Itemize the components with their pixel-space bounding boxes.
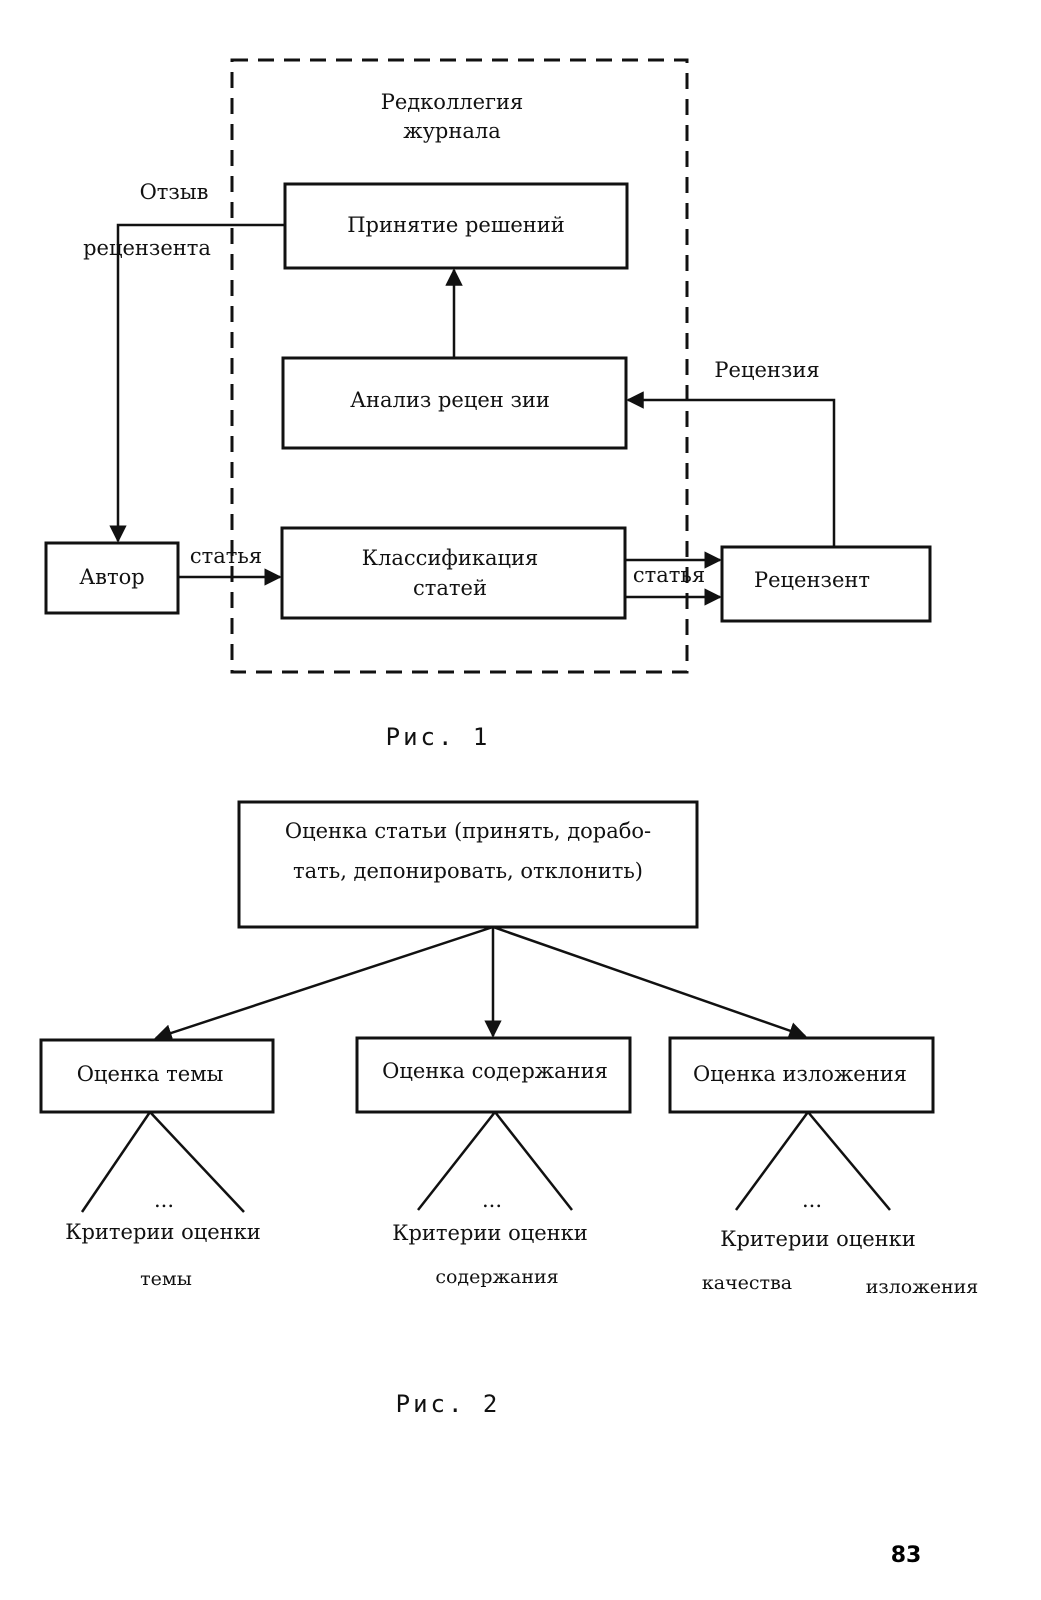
topic-criteria-branch-right <box>149 1111 245 1213</box>
figure-1-caption: Рис. 1 <box>386 723 491 751</box>
arrow-reviewer-to-analysis <box>626 391 836 547</box>
arrow-decision-to-author <box>109 223 285 543</box>
figure-2: Оценка статьи (принять, дорабо- тать, де… <box>39 800 979 1418</box>
figure-2-caption: Рис. 2 <box>396 1390 501 1418</box>
content-criteria-label-line2: содержания <box>435 1266 558 1288</box>
presentation-criteria-label-line2: качества <box>702 1272 792 1294</box>
editorial-board-boundary <box>230 58 689 674</box>
decision-box <box>283 182 629 270</box>
content-criteria-branch-left <box>417 1111 496 1211</box>
reviewer-box-label: Рецензент <box>754 568 870 592</box>
article-evaluation-label-line2: тать, депонировать, отклонить) <box>293 859 643 883</box>
content-criteria-ellipsis: ... <box>482 1188 502 1212</box>
page-number: 83 <box>891 1543 922 1568</box>
arrow-root-to-topic <box>154 925 494 1042</box>
presentation-criteria-label-line1: Критерии оценки <box>720 1227 916 1251</box>
article-label-right: статья <box>633 563 705 587</box>
article-evaluation-box <box>237 800 699 929</box>
classification-box-label-line2: статей <box>413 576 487 600</box>
decision-box-label: Принятие решений <box>347 213 565 237</box>
classification-box-label-line1: Классификация <box>362 546 538 570</box>
review-feedback-label-line2: рецензента <box>83 236 211 260</box>
content-criteria-label-line1: Критерии оценки <box>392 1221 588 1245</box>
presentation-criteria-branch-left <box>734 1111 810 1211</box>
topic-evaluation-label: Оценка темы <box>77 1062 224 1086</box>
topic-criteria-label-line1: Критерии оценки <box>65 1220 261 1244</box>
analysis-box <box>281 356 628 450</box>
arrow-root-to-presentation <box>492 925 807 1040</box>
article-label-left: статья <box>190 544 262 568</box>
author-box-label: Автор <box>79 565 144 589</box>
topic-criteria-ellipsis: ... <box>154 1188 174 1212</box>
review-label: Рецензия <box>714 358 819 382</box>
presentation-criteria-ellipsis: ... <box>802 1188 822 1212</box>
topic-criteria-label-line2: темы <box>140 1268 192 1290</box>
classification-box <box>280 526 627 620</box>
presentation-criteria-label-line3: изложения <box>866 1276 979 1298</box>
presentation-evaluation-box <box>668 1036 935 1114</box>
content-evaluation-box <box>355 1036 632 1114</box>
content-criteria-branch-right <box>494 1111 573 1211</box>
article-evaluation-label-line1: Оценка статьи (принять, дорабо- <box>285 819 651 843</box>
presentation-evaluation-label: Оценка изложения <box>693 1062 907 1086</box>
editorial-board-label-line2: журнала <box>403 119 501 143</box>
content-evaluation-label: Оценка содержания <box>382 1059 608 1083</box>
analysis-box-label: Анализ рецен зии <box>350 388 550 412</box>
presentation-criteria-branch-right <box>807 1111 891 1211</box>
reviewer-box <box>720 545 932 623</box>
topic-evaluation-box <box>39 1038 275 1114</box>
editorial-board-label-line1: Редколлегия <box>381 90 524 114</box>
topic-criteria-branch-left <box>80 1111 152 1213</box>
figure-1: Редколлегия журнала Принятие решений Ана… <box>44 58 932 751</box>
review-feedback-label-line1: Отзыв <box>140 180 209 204</box>
